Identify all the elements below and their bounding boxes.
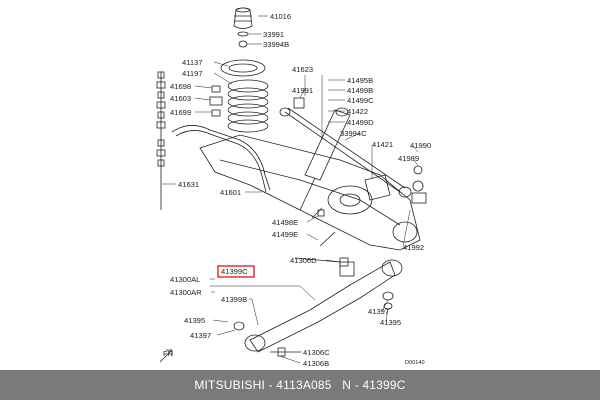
footer-gap [332,378,343,392]
label-41399b: 41399B [221,295,247,304]
nut-drawing [411,165,427,204]
parts-diagram: 41016 33991 33994B 41137 41197 41623 414… [156,7,431,368]
label-41422: 41422 [347,107,368,116]
diagram-code: D00140 [405,360,425,366]
footer-separator: - [264,378,277,392]
front-label: FR [163,349,174,358]
stabilizer-link-drawing [156,71,166,210]
footer-n-label: N [342,378,352,392]
footer-brand: MITSUBISHI [194,378,265,392]
label-41397-left: 41397 [190,331,211,340]
bushing-drawing [209,85,223,117]
label-41623: 41623 [292,65,313,74]
label-41306c: 41306C [303,348,330,357]
label-41395-right: 41395 [380,318,401,327]
label-41499e: 41499E [272,230,298,239]
label-41300al: 41300AL [170,275,200,284]
label-41498e: 41498E [272,218,298,227]
axle-housing-drawing [199,134,421,251]
leader-lines [162,15,419,364]
label-41421: 41421 [372,140,393,149]
bracket-drawing [364,174,391,201]
trailing-arm-drawing [233,259,403,357]
label-41499d: 41499D [347,118,374,127]
label-41397-right: 41397 [368,307,389,316]
label-41197: 41197 [182,69,203,78]
label-41992: 41992 [403,243,424,252]
label-41395-left: 41395 [184,316,205,325]
label-41499b: 41499B [347,86,373,95]
label-41495b: 41495B [347,76,373,85]
label-41016: 41016 [270,12,291,21]
coil-spring-drawing [227,79,269,133]
label-41698: 41698 [170,82,191,91]
label-41399c: 41399C [221,267,248,276]
label-41990: 41990 [410,141,431,150]
label-41499c: 41499C [347,96,374,105]
label-33991: 33991 [263,30,284,39]
label-41991: 41991 [292,86,313,95]
footer-part-number: 4113A085 [276,378,332,392]
spring-seat-drawing [220,59,266,77]
label-33994c: 33994C [340,129,367,138]
label-41137: 41137 [182,58,203,67]
label-41601: 41601 [220,188,241,197]
label-41603: 41603 [170,94,191,103]
label-33994b: 33994B [263,40,289,49]
bolt-drawing [294,207,349,267]
label-41989: 41989 [398,154,419,163]
label-41699: 41699 [170,108,191,117]
highlight-box [217,265,255,278]
label-41306d: 41306D [290,256,317,265]
footer-n-value: 41399C [362,378,406,392]
footer-separator-2: - [351,378,363,392]
washer-drawing [237,31,249,48]
lateral-rod-drawing [279,97,412,198]
label-41306b: 41306B [303,359,329,368]
shock-absorber-drawing [299,107,351,211]
bump-stopper-drawing [233,7,253,29]
stabilizer-bar-drawing [171,125,271,193]
label-41631: 41631 [178,180,199,189]
footer-bar: MITSUBISHI - 4113A085 N - 41399C [0,370,600,400]
label-41300ar: 41300AR [170,288,202,297]
front-arrow-icon [159,349,173,363]
